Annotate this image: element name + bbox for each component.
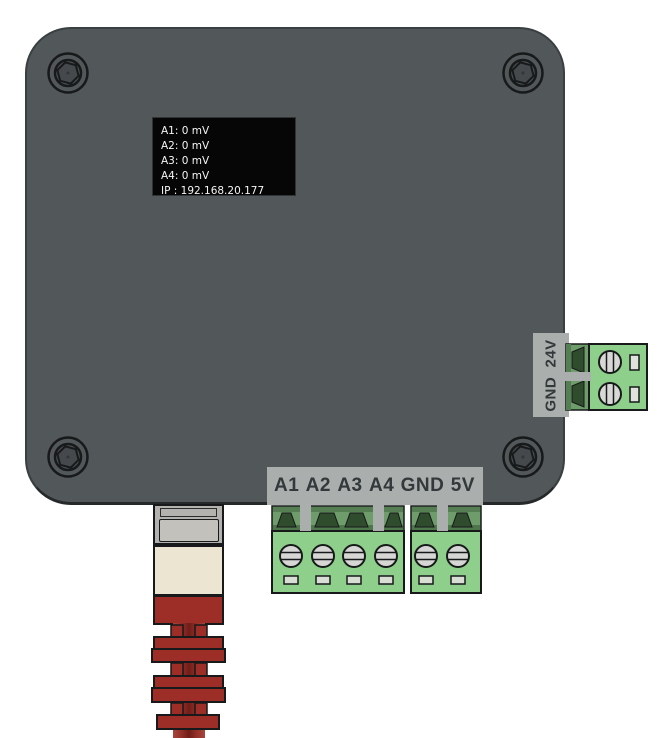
ethernet-boot-and-cable (151, 623, 226, 738)
corner-screw-bottom-right-icon (502, 436, 544, 478)
corner-screw-top-left-icon (47, 52, 89, 94)
terminal-label-a2: A2 (305, 475, 331, 496)
terminal-screws (279, 544, 470, 568)
wire-clamp-icon (571, 380, 585, 408)
ethernet-boot-collar (153, 595, 224, 625)
corner-screw-top-right-icon (502, 52, 544, 94)
terminal-label-strip: A1 A2 A3 A4 GND 5V (267, 467, 483, 505)
terminal-screw-icon (598, 350, 622, 374)
terminal-label-a4: A4 (368, 475, 395, 496)
display-line-a3: A3: 0 mV (161, 155, 210, 167)
terminal-label-a1: A1 (274, 475, 300, 496)
terminal-label-5v: 5V (450, 475, 475, 496)
boot-fin (151, 687, 226, 703)
display-line-a2: A2: 0 mV (161, 140, 210, 152)
ethernet-plug-latch-slot (160, 508, 217, 517)
power-terminal-block (565, 343, 648, 411)
boot-fin (156, 714, 220, 730)
display-line-ip: IP : 192.168.20.177 (161, 185, 265, 197)
wire-clamp-icon (571, 346, 585, 374)
corner-screw-bottom-left-icon (47, 436, 89, 478)
mounting-tab (300, 505, 311, 531)
enclosure-body (25, 27, 565, 505)
mounting-tab (373, 505, 384, 531)
mounting-tab (437, 505, 448, 531)
boot-fin (151, 648, 226, 663)
terminal-label-gnd: GND (400, 475, 445, 496)
terminal-screw-icon (598, 382, 622, 406)
terminal-label-a3: A3 (337, 475, 363, 496)
oled-display: A1: 0 mV A2: 0 mV A3: 0 mV A4: 0 mV IP :… (152, 117, 296, 197)
ethernet-plug-body (153, 545, 224, 596)
side-terminal-label: GND 24V (542, 338, 560, 412)
ethernet-plug-window (159, 519, 219, 542)
display-line-a4: A4: 0 mV (161, 170, 210, 182)
display-line-a1: A1: 0 mV (161, 125, 210, 137)
side-mounting-tab (561, 372, 591, 381)
